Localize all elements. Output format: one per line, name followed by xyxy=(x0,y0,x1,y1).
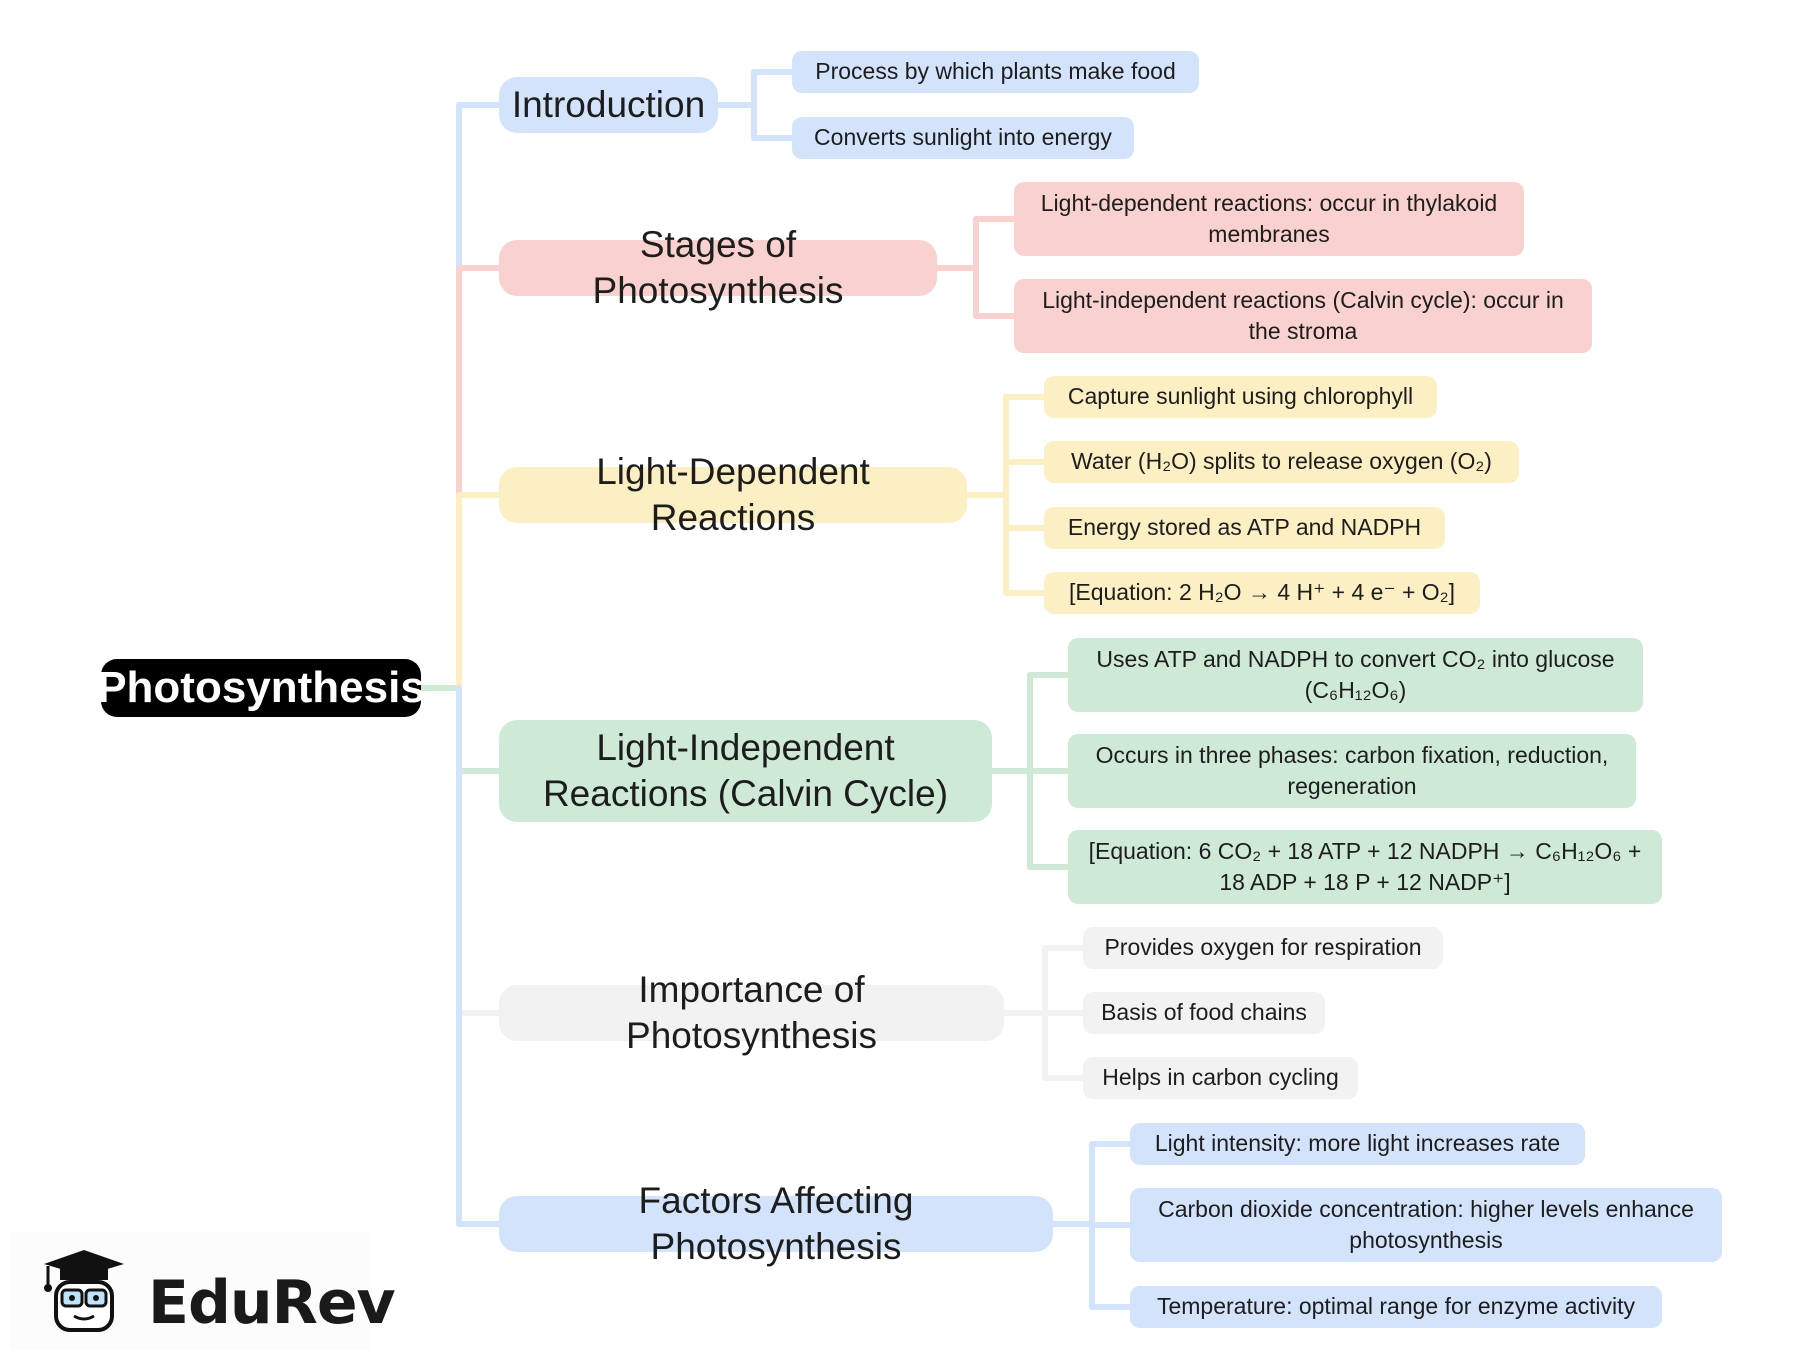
leaf-light-dependent-4: [Equation: 2 H₂O → 4 H⁺ + 4 e⁻ + O₂] xyxy=(1044,572,1480,614)
logo-text: EduRev xyxy=(148,1268,396,1338)
leaf-factors-1: Light intensity: more light increases ra… xyxy=(1130,1123,1585,1165)
leaf-importance-1: Provides oxygen for respiration xyxy=(1083,927,1443,969)
leaf-light-dependent-2: Water (H₂O) splits to release oxygen (O₂… xyxy=(1044,441,1519,483)
leaf-stages-1: Light-dependent reactions: occur in thyl… xyxy=(1014,182,1524,256)
leaf-introduction-2: Converts sunlight into energy xyxy=(792,117,1134,159)
branch-factors-affecting-photosynthesis: Factors Affecting Photosynthesis xyxy=(499,1180,1053,1267)
edurev-logo: EduRev xyxy=(10,1232,396,1350)
leaf-introduction-1: Process by which plants make food xyxy=(792,51,1199,93)
graduation-cap-mascot-icon xyxy=(44,1250,124,1332)
leaf-stages-2: Light-independent reactions (Calvin cycl… xyxy=(1014,279,1592,353)
branch-stages-of-photosynthesis: Stages of Photosynthesis xyxy=(499,224,937,311)
leaf-importance-2: Basis of food chains xyxy=(1083,992,1325,1034)
root-node: Photosynthesis xyxy=(97,659,425,717)
leaf-light-independent-1: Uses ATP and NADPH to convert CO₂ into g… xyxy=(1068,638,1643,712)
leaf-factors-2: Carbon dioxide concentration: higher lev… xyxy=(1130,1188,1722,1262)
leaf-light-dependent-1: Capture sunlight using chlorophyll xyxy=(1044,376,1437,418)
branch-light-dependent-reactions: Light-Dependent Reactions xyxy=(499,451,967,538)
leaf-factors-3: Temperature: optimal range for enzyme ac… xyxy=(1130,1286,1662,1328)
leaf-importance-3: Helps in carbon cycling xyxy=(1083,1057,1358,1099)
leaf-light-independent-2: Occurs in three phases: carbon fixation,… xyxy=(1068,734,1636,808)
leaf-light-dependent-3: Energy stored as ATP and NADPH xyxy=(1044,507,1445,549)
branch-introduction: Introduction xyxy=(499,77,718,133)
branch-light-independent-reactions: Light-Independent Reactions (Calvin Cycl… xyxy=(499,720,992,822)
branch-importance-of-photosynthesis: Importance of Photosynthesis xyxy=(499,969,1004,1056)
leaf-light-independent-3: [Equation: 6 CO₂ + 18 ATP + 12 NADPH → C… xyxy=(1068,830,1662,904)
